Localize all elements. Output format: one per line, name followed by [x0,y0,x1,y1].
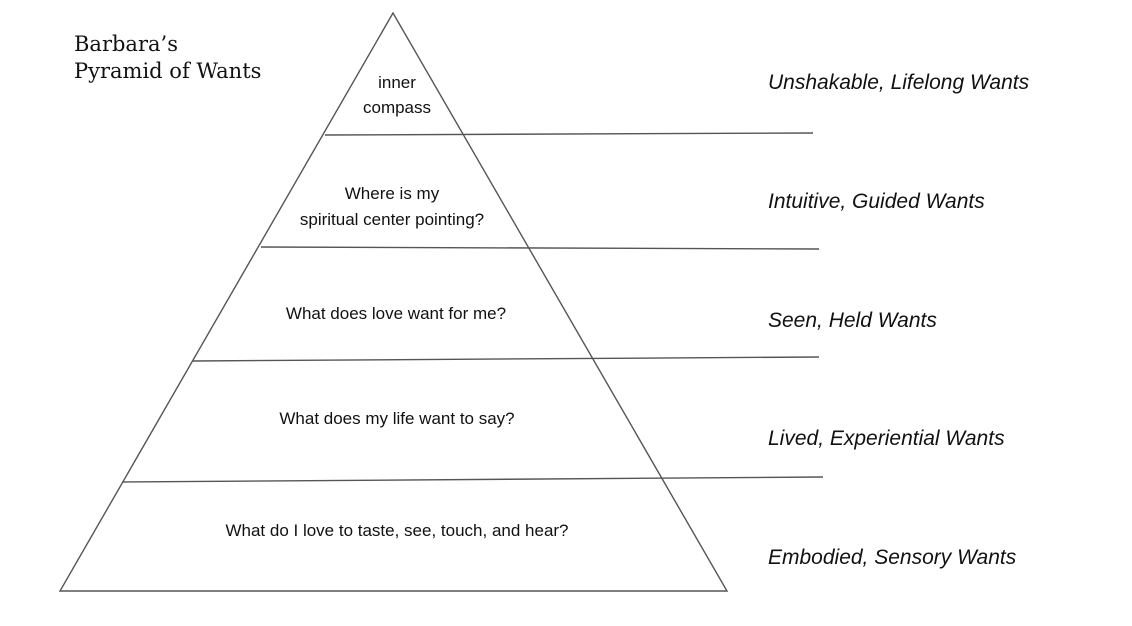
tier-4-question-line-1: What does my life want to say? [279,409,514,428]
tier-5-question-line-1: What do I love to taste, see, touch, and… [225,521,568,540]
tier-3: What does love want for me? Seen, Held W… [286,304,937,332]
tier-1-want-label: Unshakable, Lifelong Wants [768,71,1030,94]
tier-5-want-label: Embodied, Sensory Wants [768,546,1017,569]
tier-divider-2 [260,246,820,250]
tier-2-question-line-1: Where is my [345,184,440,203]
tier-3-question-line-1: What does love want for me? [286,304,506,323]
tier-5: What do I love to taste, see, touch, and… [225,521,1016,569]
tier-4-want-label: Lived, Experiential Wants [768,427,1005,450]
tier-4: What does my life want to say? Lived, Ex… [279,409,1005,450]
tier-2-question-line-2: spiritual center pointing? [300,210,484,229]
tier-divider-1 [324,132,814,136]
tier-2-want-label: Intuitive, Guided Wants [768,190,985,213]
tier-2: Where is my spiritual center pointing? I… [300,184,985,229]
pyramid-outline [58,11,729,592]
tier-1: inner compass Unshakable, Lifelong Wants [363,71,1030,117]
tier-divider-4 [122,476,824,483]
tier-1-question-line-1: inner [378,73,416,92]
tier-3-want-label: Seen, Held Wants [768,309,937,332]
tier-1-question-line-2: compass [363,98,431,117]
tier-divider-3 [192,356,820,362]
diagram-title-line-1: Barbara’s [74,32,178,56]
diagram-title-line-2: Pyramid of Wants [74,59,261,83]
